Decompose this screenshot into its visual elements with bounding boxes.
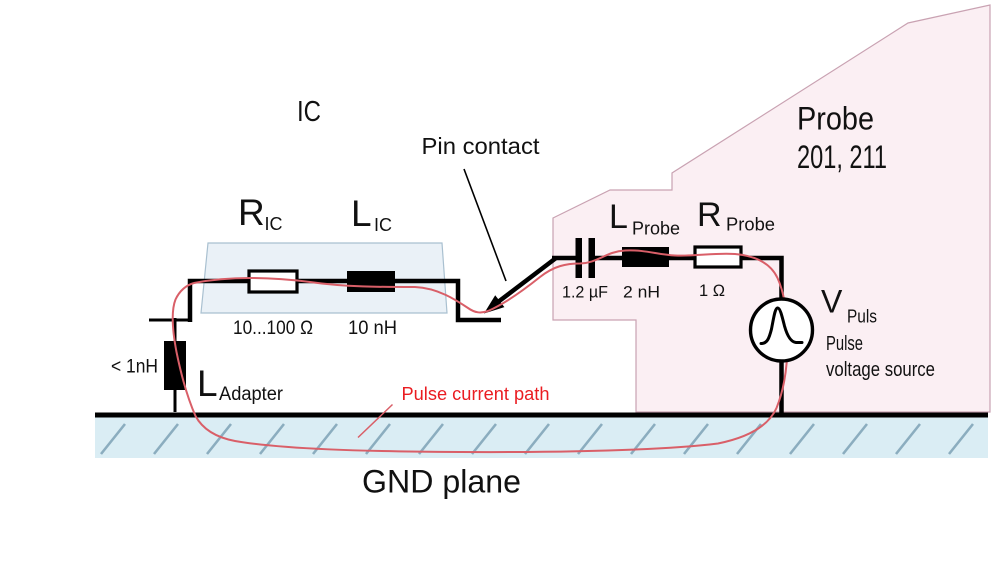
v-puls-description-line2: voltage source bbox=[826, 359, 935, 381]
r-ic-subscript: IC bbox=[265, 214, 283, 234]
l-ic-value: 10 nH bbox=[348, 318, 397, 339]
probe-tip-wire bbox=[496, 256, 558, 304]
l-probe-symbol: L bbox=[609, 198, 628, 236]
capacitor-plate-right bbox=[588, 238, 595, 278]
ic-title: IC bbox=[297, 96, 321, 128]
r-ic-symbol: R bbox=[238, 192, 265, 233]
pulse-source-symbol bbox=[748, 297, 815, 363]
probe-title-line1: Probe bbox=[797, 101, 874, 137]
l-ic-subscript: IC bbox=[374, 215, 392, 235]
l-adapter-value: < 1nH bbox=[111, 357, 158, 378]
l-adapter-symbol: L bbox=[197, 363, 218, 404]
pin-contact-leader-line bbox=[463, 168, 507, 282]
c-probe-value: 1.2 µF bbox=[562, 283, 608, 302]
pin-contact-label: Pin contact bbox=[422, 133, 541, 159]
l-adapter-subscript: Adapter bbox=[219, 384, 284, 405]
l-probe-value: 2 nH bbox=[623, 283, 660, 302]
v-puls-symbol: V bbox=[821, 284, 843, 320]
ic-package-shape bbox=[200, 242, 448, 314]
r-probe-subscript: Probe bbox=[726, 215, 775, 235]
l-probe-subscript: Probe bbox=[632, 219, 680, 239]
r-probe-resistor bbox=[693, 245, 743, 269]
probe-tip-arrowhead bbox=[484, 295, 505, 314]
r-ic-resistor bbox=[247, 269, 299, 294]
probe-title-line2: 201, 211 bbox=[797, 139, 887, 175]
capacitor-plate-left bbox=[575, 238, 582, 278]
l-ic-inductor bbox=[347, 271, 395, 292]
l-adapter-inductor bbox=[164, 341, 186, 390]
probe-region-shape bbox=[552, 4, 991, 413]
gnd-plane-label: GND plane bbox=[362, 464, 521, 500]
pulse-waveform-icon bbox=[759, 306, 804, 345]
r-probe-value: 1 Ω bbox=[699, 281, 725, 300]
pulse-path-leader-line bbox=[357, 403, 394, 439]
r-probe-symbol: R bbox=[697, 196, 722, 234]
l-probe-inductor bbox=[622, 247, 669, 267]
gnd-plane-surface bbox=[95, 412, 988, 418]
v-puls-subscript: Puls bbox=[847, 307, 877, 327]
ic-lead-wire bbox=[187, 278, 501, 323]
pulse-current-path-curve bbox=[171, 249, 789, 454]
l-ic-symbol: L bbox=[351, 193, 372, 234]
v-puls-description-line1: Pulse bbox=[826, 333, 863, 355]
r-ic-value: 10...100 Ω bbox=[233, 318, 313, 339]
pulse-current-path-label: Pulse current path bbox=[402, 384, 550, 404]
